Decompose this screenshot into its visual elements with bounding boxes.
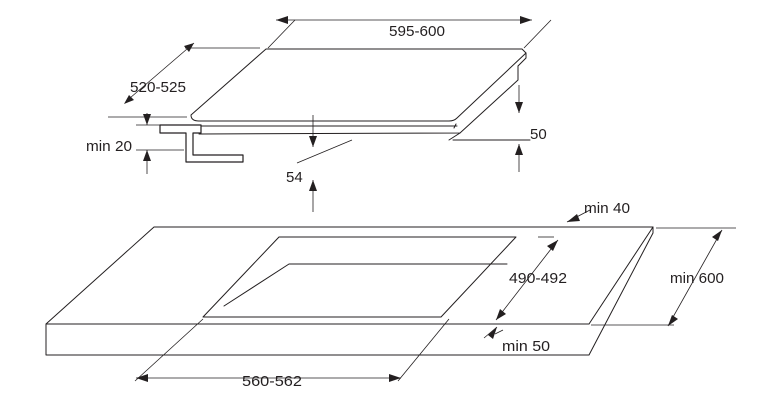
worktop-cutout	[202, 236, 517, 318]
cutout-depth-dimension	[495, 239, 559, 321]
worktop-drawing: min 40 490-492 min 600 min 50 560-562	[45, 200, 736, 390]
worktop-thickness-dimension	[136, 113, 184, 174]
depth-label: 520-525	[130, 79, 186, 96]
thickness-dimension	[515, 85, 523, 172]
worktop-slab	[45, 226, 654, 356]
worktop-depth-dimension	[591, 227, 736, 327]
thickness-label: 50	[530, 126, 547, 143]
width-label: 595-600	[389, 23, 445, 40]
front-clearance-label: min 50	[502, 338, 550, 355]
worktop-depth-label: min 600	[670, 270, 724, 287]
front-clearance-dimension	[483, 326, 504, 339]
back-clearance-dimension	[538, 209, 591, 238]
hob-panel-edge	[517, 52, 527, 67]
cutout-width-label: 560-562	[242, 373, 302, 390]
width-dimension	[267, 16, 552, 49]
hob-body	[198, 65, 519, 135]
cutout-width-dimension	[134, 318, 450, 382]
clearance-dimension	[296, 115, 353, 212]
back-clearance-label: min 40	[584, 200, 630, 217]
mounting-bracket	[159, 124, 244, 163]
worktop-thickness-label: min 20	[86, 138, 132, 155]
depth-dimension	[108, 42, 260, 118]
cutout-depth-label: 490-492	[509, 270, 567, 287]
hob-drawing: 595-600 520-525 50 min 20 54	[86, 16, 552, 212]
clearance-label: 54	[286, 169, 303, 186]
hob-top-surface	[190, 48, 527, 122]
